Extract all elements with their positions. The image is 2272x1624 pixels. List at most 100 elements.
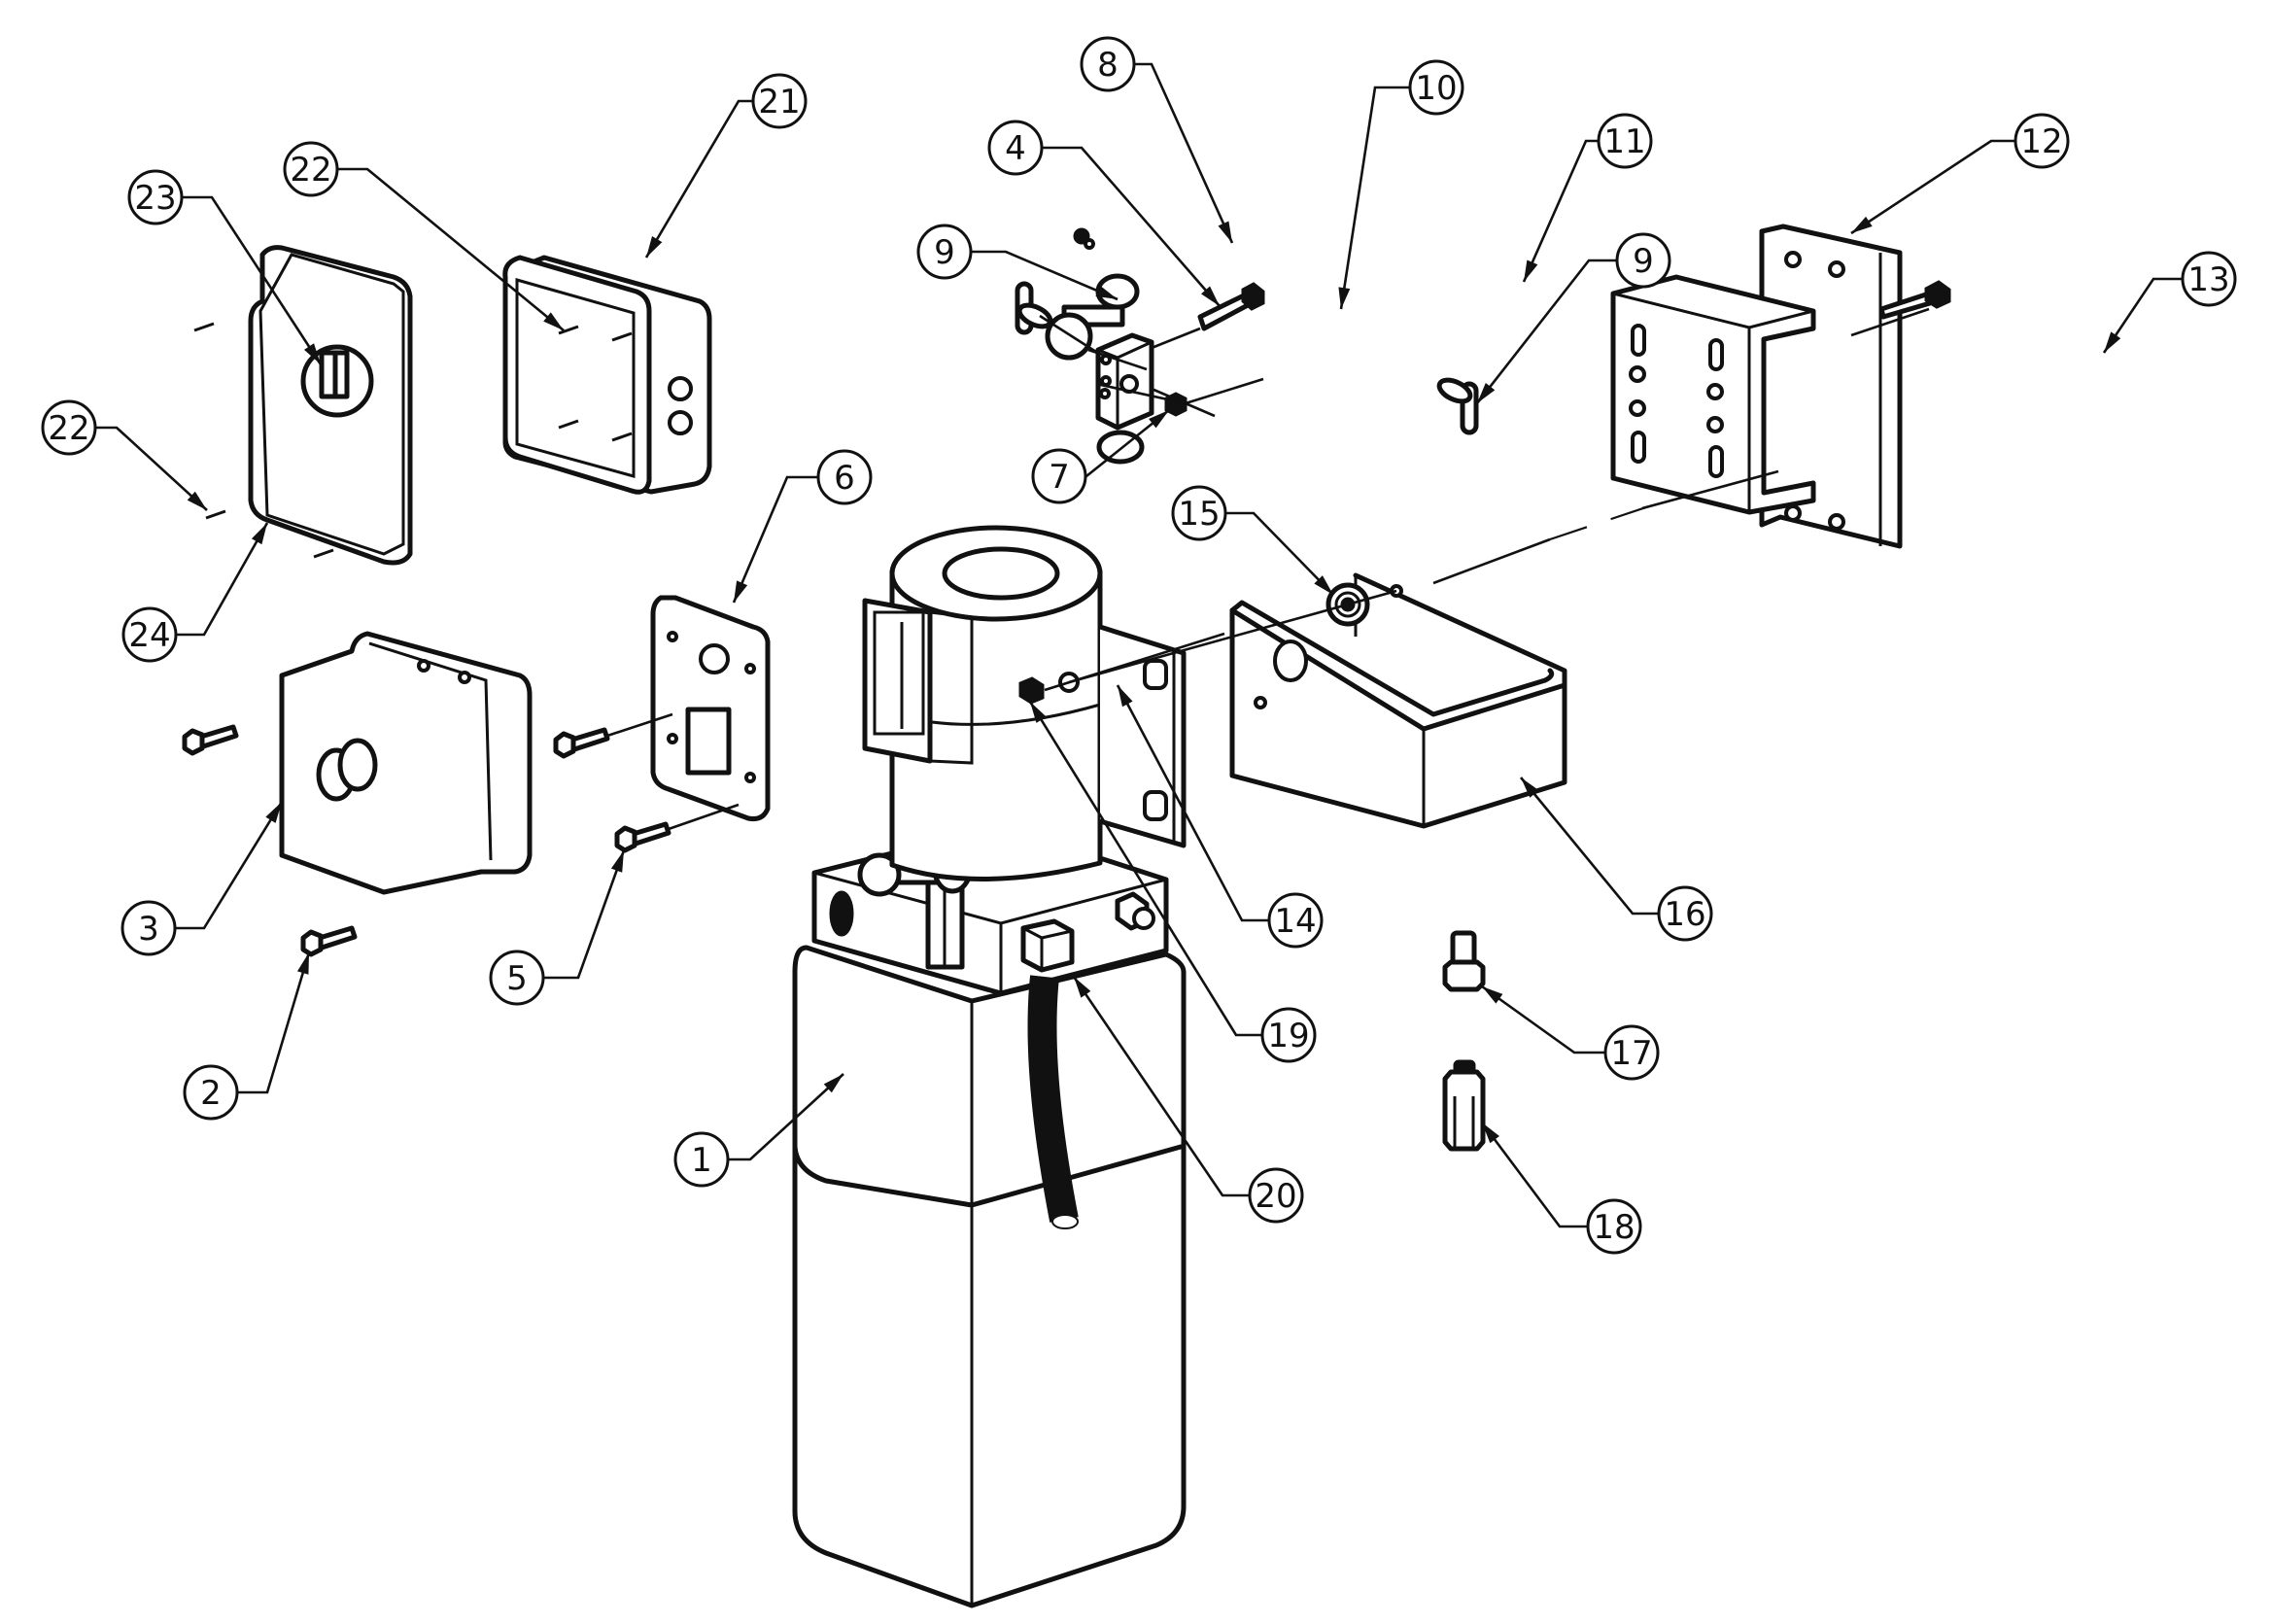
callout-bubble bbox=[1597, 113, 1653, 169]
callout-hex-nut: 7 bbox=[1031, 408, 1170, 504]
arrowhead bbox=[1074, 977, 1091, 998]
arrowhead bbox=[1482, 986, 1503, 1004]
arrowhead bbox=[1338, 287, 1351, 309]
callout-bubble bbox=[1408, 59, 1464, 116]
callout-number: 11 bbox=[1603, 122, 1645, 161]
assembly-lines bbox=[606, 307, 1930, 831]
leader-line bbox=[176, 522, 269, 637]
callout-number: 14 bbox=[1274, 902, 1316, 941]
arrowhead bbox=[646, 236, 663, 258]
callout-number: 10 bbox=[1415, 69, 1457, 108]
leader-line bbox=[1475, 259, 1617, 404]
arrowhead bbox=[610, 850, 624, 873]
callout-number: 13 bbox=[2187, 260, 2229, 299]
leader-line bbox=[1042, 146, 1221, 307]
arrowhead bbox=[1201, 286, 1220, 306]
adapter-plate bbox=[650, 595, 771, 821]
leader-line bbox=[1850, 139, 2015, 235]
reservoir-tank bbox=[792, 945, 1187, 1608]
screws-22 bbox=[193, 322, 633, 559]
star-lock-washer bbox=[1325, 582, 1370, 627]
leader-line bbox=[2102, 277, 2183, 354]
callout-bubble bbox=[183, 1064, 239, 1121]
small-nut bbox=[1073, 227, 1095, 250]
bolts-2-5 bbox=[182, 724, 671, 957]
arrowhead bbox=[303, 343, 321, 364]
callout-number: 4 bbox=[1005, 129, 1026, 168]
arrowhead bbox=[296, 952, 309, 975]
switch-box bbox=[502, 255, 712, 495]
callout-washer: 14 bbox=[1116, 684, 1324, 949]
callout-number: 19 bbox=[1267, 1017, 1309, 1055]
arrowhead bbox=[1851, 216, 1873, 233]
callout-bracket-bolt: 13 bbox=[2102, 251, 2237, 354]
leader-line bbox=[1481, 985, 1605, 1054]
callout-bubble bbox=[489, 950, 545, 1006]
callout-mounting-bracket: 12 bbox=[1850, 113, 2070, 235]
callout-release-valve-knob: 4 bbox=[987, 120, 1221, 307]
callout-reservoir-tank: 1 bbox=[673, 1073, 844, 1188]
arrowhead bbox=[2104, 331, 2121, 353]
arrowhead bbox=[1477, 382, 1496, 403]
arrowhead bbox=[187, 491, 207, 510]
callout-bubble bbox=[127, 169, 184, 225]
callout-number: 8 bbox=[1097, 46, 1119, 85]
valve-block-bolt bbox=[1197, 282, 1265, 331]
callout-bubble bbox=[673, 1131, 730, 1188]
callout-number: 2 bbox=[200, 1074, 222, 1113]
leader-line bbox=[1072, 976, 1250, 1197]
leader-line bbox=[1116, 684, 1269, 922]
leader-line bbox=[237, 951, 311, 1094]
callout-number: 24 bbox=[128, 616, 170, 655]
callout-number: 3 bbox=[138, 910, 159, 949]
callout-valve-block: 10 bbox=[1338, 59, 1464, 310]
motor bbox=[862, 525, 1187, 881]
arrowhead bbox=[1030, 702, 1047, 723]
callout-cover-screw: 22 bbox=[41, 399, 208, 511]
release-valve-knob bbox=[1045, 304, 1125, 361]
callout-switch-box: 21 bbox=[644, 73, 808, 259]
callout-bubble bbox=[1615, 232, 1671, 289]
callout-number: 15 bbox=[1178, 495, 1220, 534]
callout-number: 12 bbox=[2020, 122, 2062, 161]
arrowhead bbox=[823, 1074, 843, 1093]
leader-line bbox=[732, 475, 818, 604]
bracket-bolt bbox=[1878, 280, 1951, 320]
leader-line bbox=[1339, 86, 1410, 310]
leader-line bbox=[971, 250, 1119, 301]
callout-adapter-plate: 6 bbox=[732, 449, 873, 604]
callout-number: 18 bbox=[1593, 1208, 1635, 1247]
callout-number: 5 bbox=[506, 959, 528, 998]
leader-line bbox=[644, 99, 753, 259]
leader-line bbox=[728, 1073, 844, 1161]
callout-motor-end-cover: 3 bbox=[120, 801, 284, 956]
callout-number: 9 bbox=[934, 233, 955, 272]
mounting-bracket bbox=[1610, 224, 1903, 549]
callout-wing-bolt-right: 9 bbox=[1475, 232, 1671, 404]
callout-bubble bbox=[916, 224, 973, 280]
arrowhead bbox=[543, 312, 564, 330]
leader-line bbox=[1225, 511, 1334, 596]
callout-number: 16 bbox=[1664, 895, 1705, 934]
callout-bubble bbox=[1248, 1167, 1304, 1224]
leader-line bbox=[1134, 62, 1234, 244]
callout-number: 17 bbox=[1610, 1034, 1652, 1073]
callout-bubble bbox=[987, 120, 1044, 176]
callout-bubble bbox=[2181, 251, 2237, 307]
arrowhead bbox=[251, 523, 267, 545]
arrowhead bbox=[1149, 410, 1169, 429]
fitting bbox=[1442, 930, 1486, 992]
hose-with-connector bbox=[1020, 918, 1079, 1229]
arrowhead bbox=[1524, 259, 1538, 282]
leader-line bbox=[182, 195, 323, 365]
arrowhead bbox=[265, 802, 282, 823]
callout-number: 22 bbox=[290, 151, 331, 190]
arrowhead bbox=[1118, 685, 1133, 708]
wing-bolt-right bbox=[1436, 377, 1479, 435]
callout-fitting: 17 bbox=[1481, 985, 1660, 1081]
long-fitting bbox=[1442, 1059, 1486, 1152]
callout-bubble bbox=[120, 900, 177, 956]
leader-line bbox=[1519, 777, 1659, 916]
arrowhead bbox=[1095, 285, 1118, 299]
callout-number: 22 bbox=[48, 409, 89, 448]
